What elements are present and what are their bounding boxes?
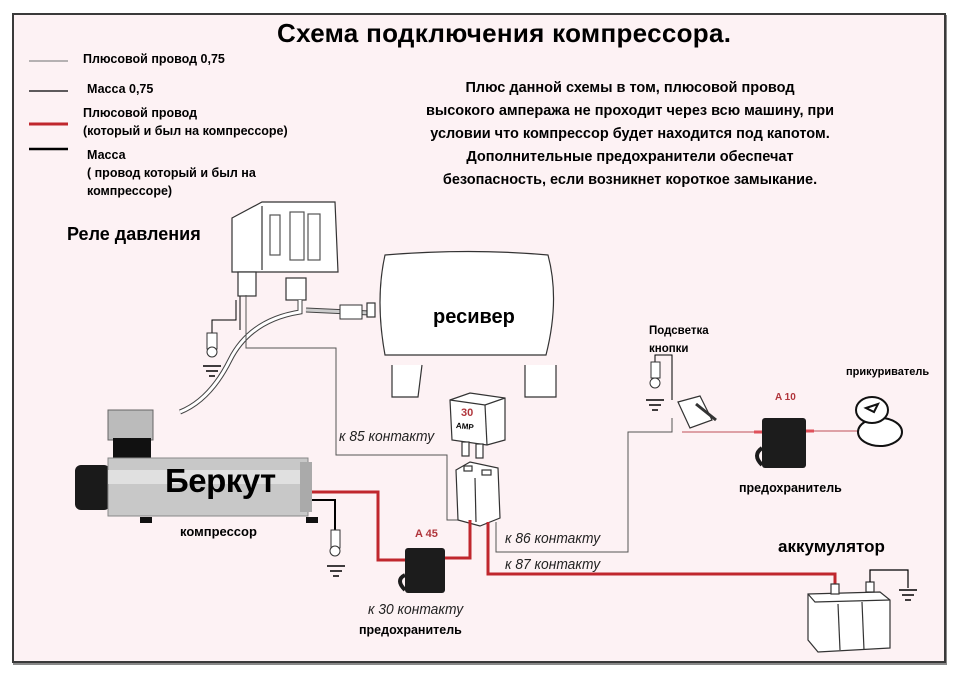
legend-positive-thick-line2: (который и был на компрессоре) <box>83 124 288 138</box>
label-contact-85: к 85 контакту <box>339 428 435 445</box>
wire-ground-compressor <box>312 499 336 530</box>
label-cigarette-lighter: прикуриватель <box>846 366 930 378</box>
wire-positive-contact-87-to-battery <box>486 522 837 592</box>
wire-positive-compressor-to-fuse <box>312 490 405 562</box>
wire-ground-button-backlight <box>654 354 673 400</box>
description-line: условии что компрессор будет находится п… <box>430 126 830 142</box>
cigarette-lighter-icon <box>855 396 903 447</box>
diagram-title: Схема подключения компрессора. <box>277 18 732 48</box>
label-button-backlight-line2: кнопки <box>649 343 689 355</box>
wire-to-contact-85 <box>245 295 462 521</box>
label-compressor: компрессор <box>180 524 257 539</box>
description: Плюс данной схемы в том, плюсовой провод… <box>385 77 875 192</box>
relay-socket-icon <box>455 461 501 527</box>
label-fuse-aux: предохранитель <box>739 481 842 495</box>
relay-icon <box>449 392 506 459</box>
legend-ground-thick: Масса ( провод который и был на компресс… <box>87 146 256 200</box>
relay-rating-unit: AMP <box>455 421 475 432</box>
description-line: безопасность, если возникнет короткое за… <box>442 172 818 188</box>
legend-ground-thin: Масса 0,75 <box>87 82 154 96</box>
ground-symbol-icon <box>327 565 345 577</box>
pressure-switch-icon <box>231 201 339 330</box>
receiver-tank-icon <box>366 250 557 398</box>
ring-terminal-icon <box>206 332 218 358</box>
label-contact-86: к 86 контакту <box>505 530 601 547</box>
legend-positive-thick-line1: Плюсовой провод <box>83 106 198 120</box>
description-line: Плюс данной схемы в том, плюсовой провод <box>465 80 795 96</box>
wire-ground-pressure-switch <box>211 300 237 335</box>
label-battery: аккумулятор <box>778 537 885 556</box>
toggle-switch-icon <box>677 395 717 429</box>
ring-terminal-icon <box>329 529 341 557</box>
label-pressure-switch: Реле давления <box>67 224 201 244</box>
description-line: высокого ампеража не проходит через всю … <box>425 103 835 119</box>
compressor-icon <box>75 409 318 523</box>
ground-symbol-icon <box>899 589 917 601</box>
wire-positive-fuse-to-contact-30 <box>445 520 472 560</box>
label-contact-87: к 87 контакту <box>505 556 601 573</box>
fuse-aux-rating: A 10 <box>775 392 796 403</box>
description-line: Дополнительные предохранители обеспечат <box>466 149 794 165</box>
label-contact-30: к 30 контакту <box>368 601 464 618</box>
legend-ground-thick-line3: компрессоре) <box>87 184 173 198</box>
label-button-backlight: Подсветка кнопки <box>649 322 709 358</box>
fuse-a10-icon <box>754 418 814 468</box>
label-button-backlight-line1: Подсветка <box>649 325 709 337</box>
fuse-main-rating: A 45 <box>415 528 438 540</box>
legend-positive-thick: Плюсовой провод (который и был на компре… <box>83 104 288 140</box>
relay-rating-number: 30 <box>461 407 474 419</box>
wire-ground-battery <box>869 569 909 588</box>
legend-ground-thick-line2: ( провод который и был на <box>87 166 256 180</box>
ground-symbol-icon <box>203 365 221 377</box>
wire-contact-86-to-switch <box>495 418 673 553</box>
ring-terminal-icon <box>649 361 661 389</box>
fuse-a45-icon <box>398 548 445 593</box>
label-receiver: ресивер <box>433 306 515 328</box>
legend-ground-thick-line1: Масса <box>87 148 126 162</box>
label-compressor-brand: Беркут <box>165 462 276 499</box>
ground-symbol-icon <box>646 399 664 411</box>
battery-icon <box>807 581 891 653</box>
label-fuse-main: предохранитель <box>359 623 462 637</box>
legend-positive-thin: Плюсовой провод 0,75 <box>83 52 225 66</box>
